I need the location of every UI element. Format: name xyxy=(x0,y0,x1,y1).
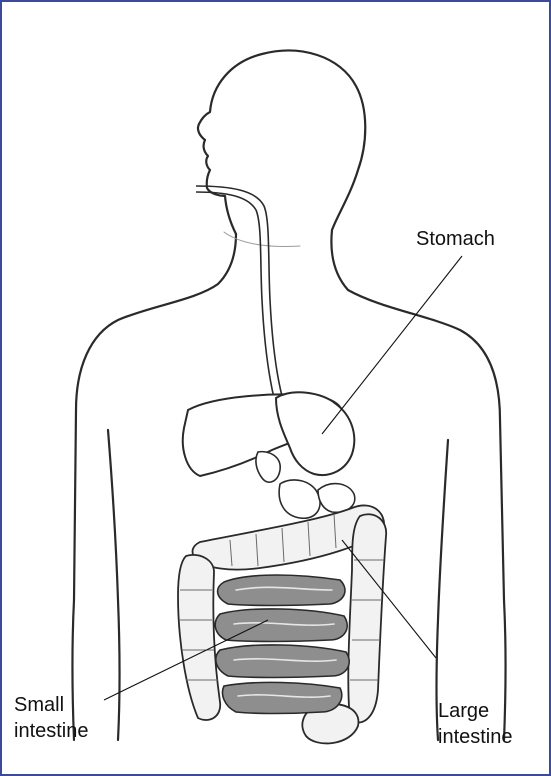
small-intestine xyxy=(215,575,349,714)
ascending-colon xyxy=(178,555,220,720)
stomach-label: Stomach xyxy=(416,226,495,252)
descending-colon xyxy=(348,514,386,722)
stomach xyxy=(276,392,354,475)
gallbladder xyxy=(256,452,280,483)
esophagus xyxy=(196,186,282,398)
pancreas xyxy=(318,484,355,513)
duodenum xyxy=(279,480,320,518)
large-intestine-label: Large intestine xyxy=(438,698,513,750)
right-inner-arm xyxy=(437,440,449,740)
small-intestine-label: Small intestine xyxy=(14,692,89,744)
